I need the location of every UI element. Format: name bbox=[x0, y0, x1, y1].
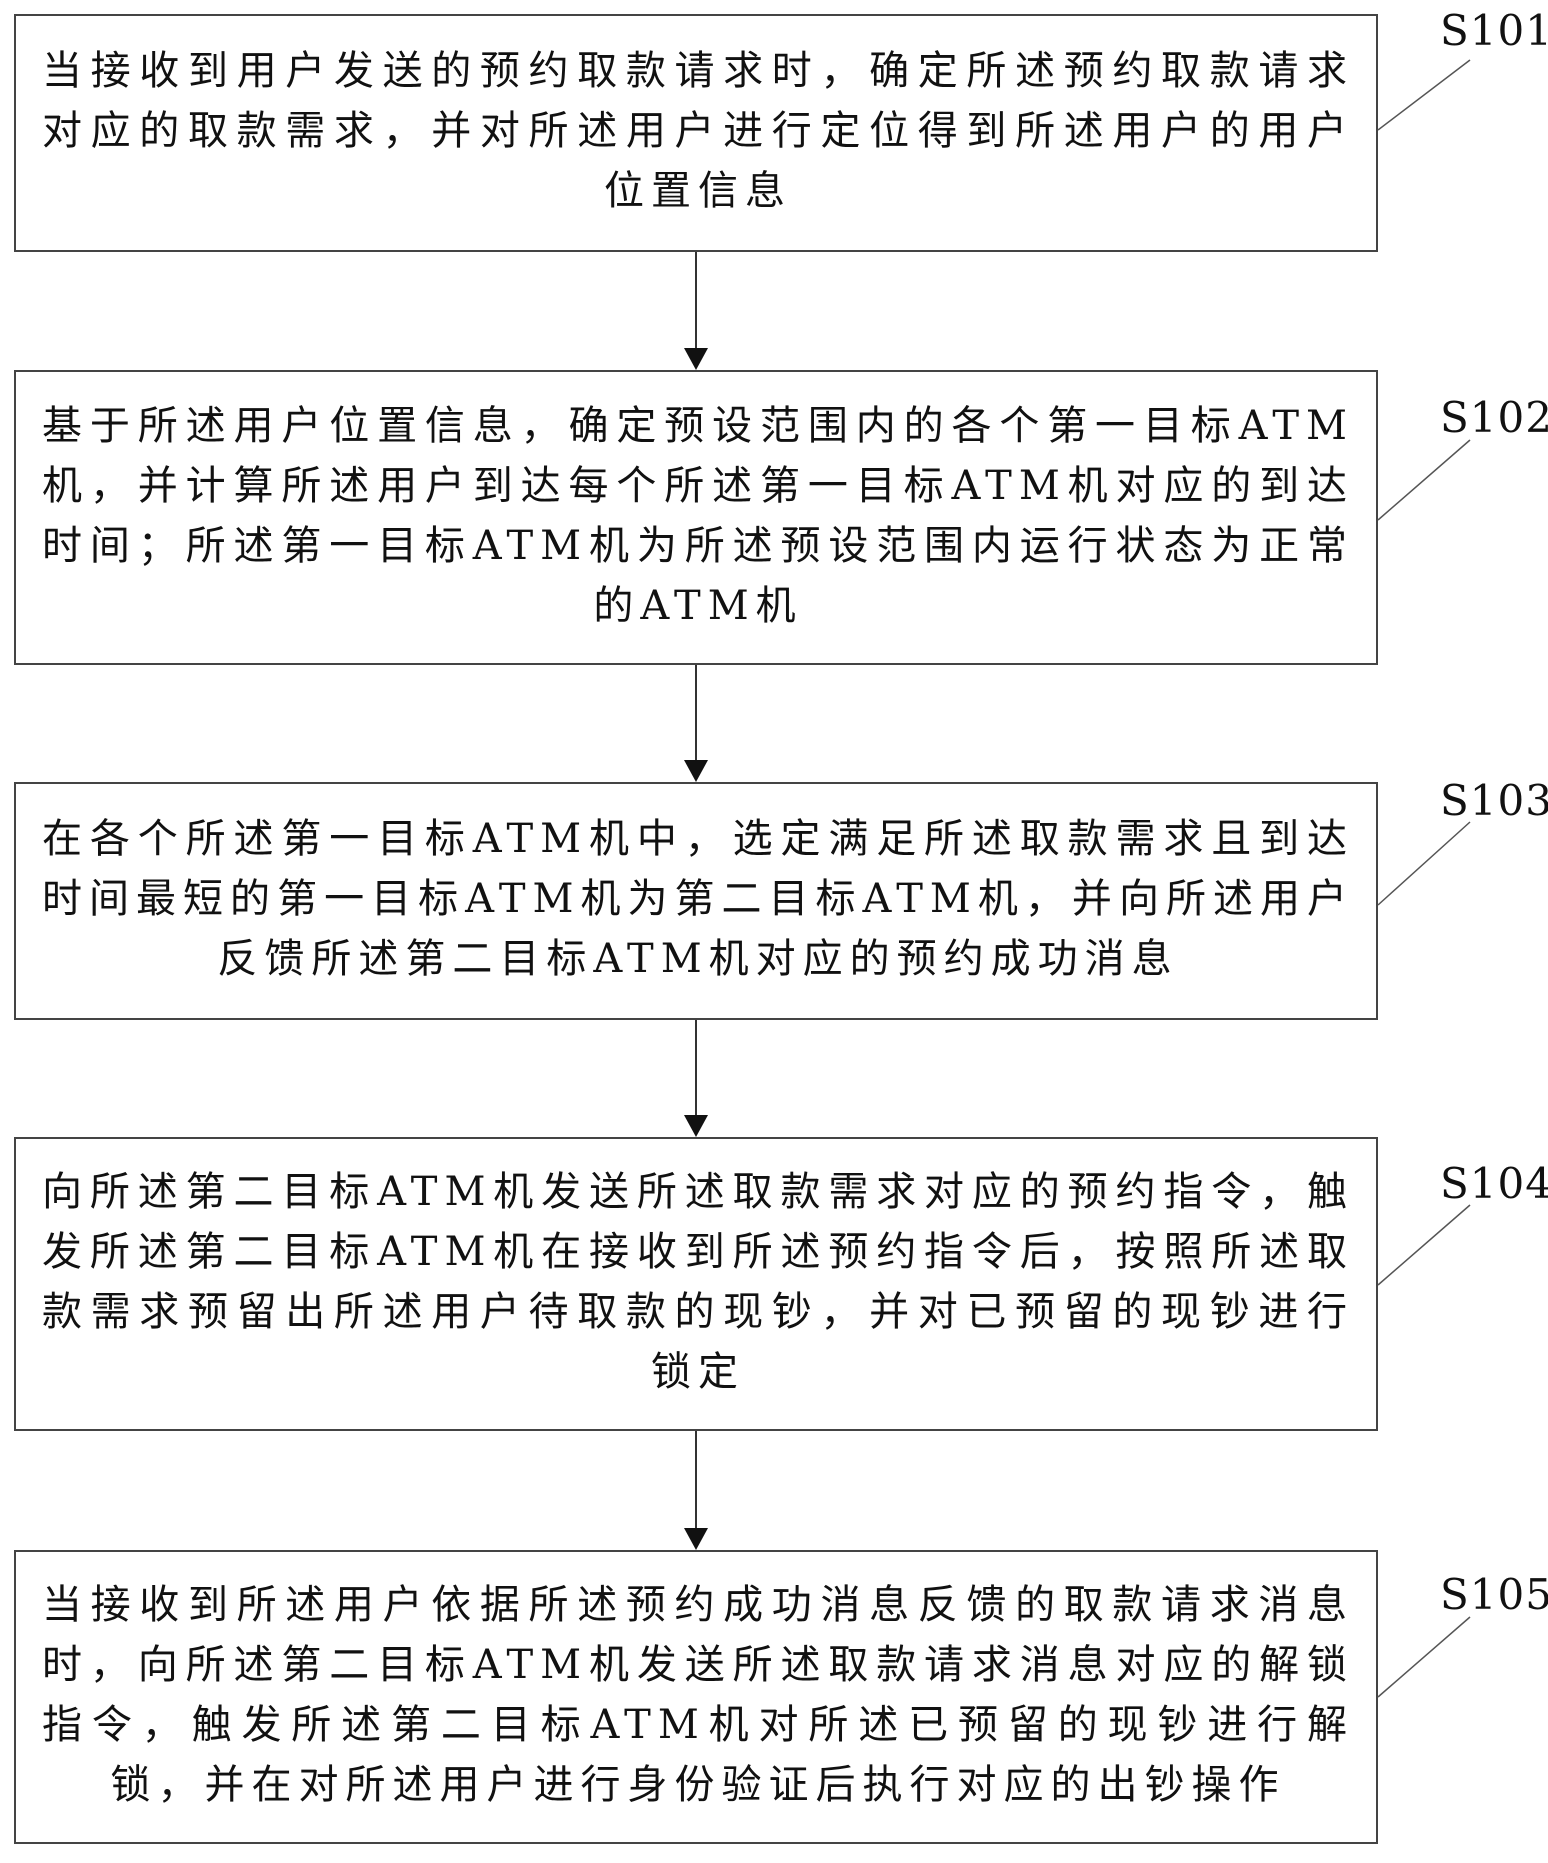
step-text-s103: 在各个所述第一目标ATM机中，选定满足所述取款需求且到达时间最短的第一目标ATM… bbox=[42, 816, 1354, 982]
arrowhead-s104-s105 bbox=[684, 1528, 708, 1550]
leader-s101 bbox=[1377, 59, 1471, 131]
leader-s102 bbox=[1377, 439, 1471, 521]
step-text-s102: 基于所述用户位置信息，确定预设范围内的各个第一目标ATM机，并计算所述用户到达每… bbox=[42, 402, 1354, 629]
step-text-s105: 当接收到所述用户依据所述预约成功消息反馈的取款请求消息时，向所述第二目标ATM机… bbox=[42, 1582, 1354, 1808]
leader-s105 bbox=[1377, 1616, 1471, 1698]
step-label-s103: S103 bbox=[1440, 776, 1548, 825]
step-label-s104: S104 bbox=[1440, 1159, 1548, 1208]
step-text-s104: 向所述第二目标ATM机发送所述取款需求对应的预约指令，触发所述第二目标ATM机在… bbox=[42, 1169, 1354, 1395]
step-label-s105: S105 bbox=[1440, 1570, 1548, 1619]
step-box-s105: 当接收到所述用户依据所述预约成功消息反馈的取款请求消息时，向所述第二目标ATM机… bbox=[14, 1550, 1378, 1844]
arrowhead-s101-s102 bbox=[684, 348, 708, 370]
step-text-s101: 当接收到用户发送的预约取款请求时，确定所述预约取款请求对应的取款需求，并对所述用… bbox=[42, 48, 1354, 214]
arrowhead-s103-s104 bbox=[684, 1115, 708, 1137]
step-box-s104: 向所述第二目标ATM机发送所述取款需求对应的预约指令，触发所述第二目标ATM机在… bbox=[14, 1137, 1378, 1431]
step-box-s101: 当接收到用户发送的预约取款请求时，确定所述预约取款请求对应的取款需求，并对所述用… bbox=[14, 14, 1378, 252]
arrowhead-s102-s103 bbox=[684, 760, 708, 782]
step-box-s103: 在各个所述第一目标ATM机中，选定满足所述取款需求且到达时间最短的第一目标ATM… bbox=[14, 782, 1378, 1020]
flow-arrows bbox=[684, 252, 708, 1550]
leader-s103 bbox=[1377, 821, 1471, 906]
step-label-s102: S102 bbox=[1440, 393, 1548, 442]
leader-s104 bbox=[1377, 1204, 1471, 1286]
step-box-s102: 基于所述用户位置信息，确定预设范围内的各个第一目标ATM机，并计算所述用户到达每… bbox=[14, 370, 1378, 665]
step-label-s101: S101 bbox=[1440, 6, 1548, 55]
label-leaders bbox=[1377, 59, 1471, 1698]
